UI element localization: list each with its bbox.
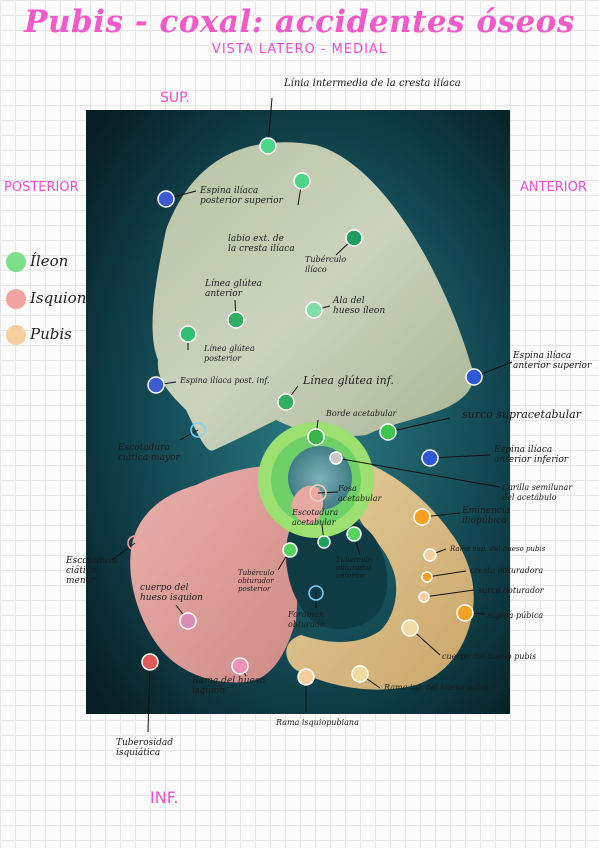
page-title: Pubis - coxal: accidentes óseos [24, 4, 575, 40]
label-inferior: INF. [150, 788, 179, 807]
legend-pubis-swatch [6, 325, 26, 345]
legend-isquion-label: Isquion [30, 289, 87, 307]
label-linea-intermedia: Línia intermedia de la cresta ilíaca [284, 78, 461, 89]
label-superior: SUP. [160, 90, 190, 106]
legend-pubis-label: Pubis [30, 325, 72, 343]
label-espina-pubica: espina púbica [487, 611, 544, 620]
label-borde-acetabular: Borde acetabular [326, 409, 397, 418]
label-cuerpo-pubis: cuerpo del hueso pubis [442, 652, 537, 661]
page-subtitle: VISTA LATERO - MEDIAL [211, 42, 388, 57]
label-surco-obturador: surco obturador [478, 586, 544, 595]
label-posterior: POSTERIOR [4, 180, 79, 195]
label-linea-glutea-inf: Línea glútea inf. [303, 374, 394, 387]
ischium [130, 465, 298, 683]
legend-isquion-swatch [6, 289, 26, 309]
label-rama-inf-pubis: Rama inf. del hueso pubis [384, 683, 489, 692]
label-rama-sup-pubis: Rama sup. del hueso pubis [450, 545, 546, 553]
label-surco-supracetabular: surco supracetabular [462, 408, 581, 421]
label-espina-post-inf: Espina ilíaca post. inf. [180, 376, 270, 385]
label-cresta-obturadora: cresta obturadora [470, 566, 544, 575]
label-anterior: ANTERIOR [520, 180, 587, 195]
legend-ileon-swatch [6, 252, 26, 272]
label-rama-isquiopubiana: Rama isquiopubiana [276, 718, 359, 727]
ilium [152, 142, 474, 451]
legend-ileon-label: Íleon [30, 252, 69, 270]
